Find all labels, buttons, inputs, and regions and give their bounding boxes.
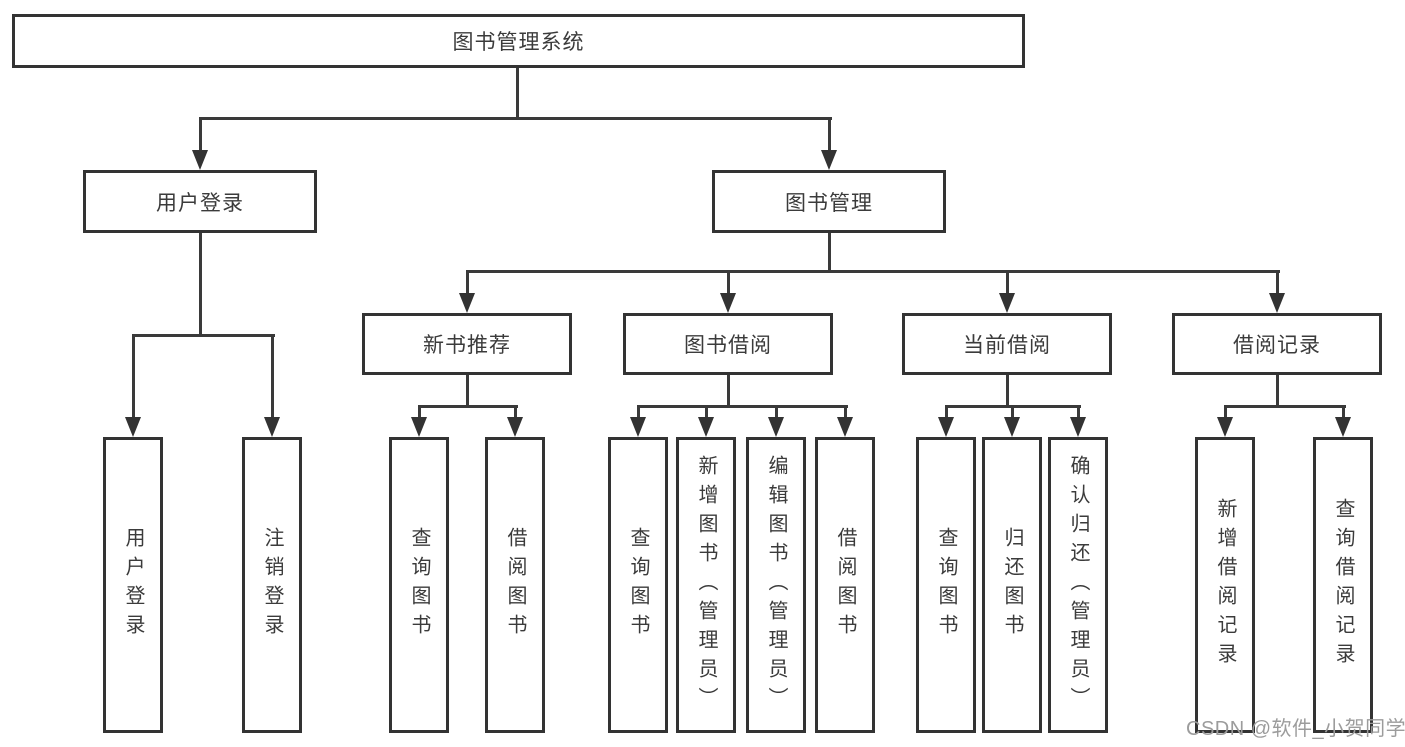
connector-line [466,373,469,408]
leaf-borrow-books-borrowing: 借阅图书 [815,437,875,733]
node-borrowing-records: 借阅记录 [1172,313,1382,375]
node-book-management: 图书管理 [712,170,946,233]
leaf-label: 归还图书 [1001,527,1023,643]
connector-line [775,405,778,419]
leaf-query-books-current: 查询图书 [916,437,976,733]
connector-line [844,405,847,419]
leaf-label: 注销登录 [261,527,283,643]
node-label: 新书推荐 [423,334,511,357]
node-library-system: 图书管理系统 [12,14,1025,68]
node-book-borrowing: 图书借阅 [623,313,833,375]
connector-line [828,231,831,273]
leaf-label: 查询借阅记录 [1332,498,1354,672]
leaf-user-login: 用户登录 [103,437,163,733]
connector-line [516,66,519,119]
connector-arrow-icon [1004,417,1020,437]
connector-line [945,405,948,419]
node-label: 图书管理系统 [452,31,585,54]
leaf-add-book-admin: 新增图书（管理员） [676,437,736,733]
connector-line [199,117,832,120]
leaf-label: 用户登录 [122,527,144,643]
leaf-label: 查询图书 [935,527,957,643]
connector-arrow-icon [1217,417,1233,437]
connector-arrow-icon [192,150,208,170]
connector-line [828,117,831,152]
leaf-label: 新增借阅记录 [1214,498,1236,672]
connector-arrow-icon [938,417,954,437]
leaf-label: 新增图书（管理员） [695,454,717,716]
connector-line [1276,270,1279,295]
node-label: 图书管理 [785,191,873,215]
connector-line [199,117,202,152]
connector-line [514,405,517,419]
node-user-login: 用户登录 [83,170,317,233]
connector-line [1224,405,1346,408]
connector-arrow-icon [459,293,475,313]
connector-arrow-icon [264,417,280,437]
node-label: 借阅记录 [1233,334,1321,357]
connector-line [418,405,421,419]
connector-line [705,405,708,419]
connector-arrow-icon [1070,417,1086,437]
connector-line [637,405,848,408]
connector-line [1006,373,1009,408]
connector-arrow-icon [720,293,736,313]
connector-arrow-icon [630,417,646,437]
leaf-label: 查询图书 [627,527,649,643]
connector-line [1077,405,1080,419]
connector-arrow-icon [821,150,837,170]
connector-arrow-icon [507,417,523,437]
leaf-label: 确认归还（管理员） [1067,454,1089,716]
connector-line [1276,373,1279,408]
connector-line [1342,405,1345,419]
connector-line [199,231,202,337]
connector-arrow-icon [1335,417,1351,437]
connector-arrow-icon [411,417,427,437]
leaf-return-book: 归还图书 [982,437,1042,733]
connector-line [1011,405,1014,419]
connector-line [1006,270,1009,295]
connector-line [132,334,275,337]
connector-line [418,405,518,408]
leaf-label: 借阅图书 [504,527,526,643]
connector-arrow-icon [698,417,714,437]
node-label: 图书借阅 [684,334,772,357]
leaf-logout: 注销登录 [242,437,302,733]
connector-line [727,373,730,408]
connector-arrow-icon [1269,293,1285,313]
connector-line [1224,405,1227,419]
leaf-label: 编辑图书（管理员） [765,454,787,716]
node-label: 当前借阅 [963,334,1051,357]
connector-arrow-icon [999,293,1015,313]
connector-arrow-icon [125,417,141,437]
connector-line [271,334,274,419]
leaf-query-books-recommend: 查询图书 [389,437,449,733]
leaf-query-books-borrowing: 查询图书 [608,437,668,733]
node-label: 用户登录 [156,191,244,215]
leaf-label: 查询图书 [408,527,430,643]
node-current-borrowing: 当前借阅 [902,313,1112,375]
connector-line [727,270,730,295]
connector-line [466,270,469,295]
leaf-edit-book-admin: 编辑图书（管理员） [746,437,806,733]
csdn-watermark: CSDN @软件_小贺同学 [1186,718,1405,740]
connector-arrow-icon [837,417,853,437]
connector-line [466,270,1280,273]
connector-arrow-icon [768,417,784,437]
leaf-borrow-books-recommend: 借阅图书 [485,437,545,733]
leaf-confirm-return-admin: 确认归还（管理员） [1048,437,1108,733]
leaf-add-borrow-record: 新增借阅记录 [1195,437,1255,733]
leaf-query-borrow-record: 查询借阅记录 [1313,437,1373,733]
leaf-label: 借阅图书 [834,527,856,643]
connector-line [637,405,640,419]
node-new-book-recommend: 新书推荐 [362,313,572,375]
connector-line [132,334,135,419]
